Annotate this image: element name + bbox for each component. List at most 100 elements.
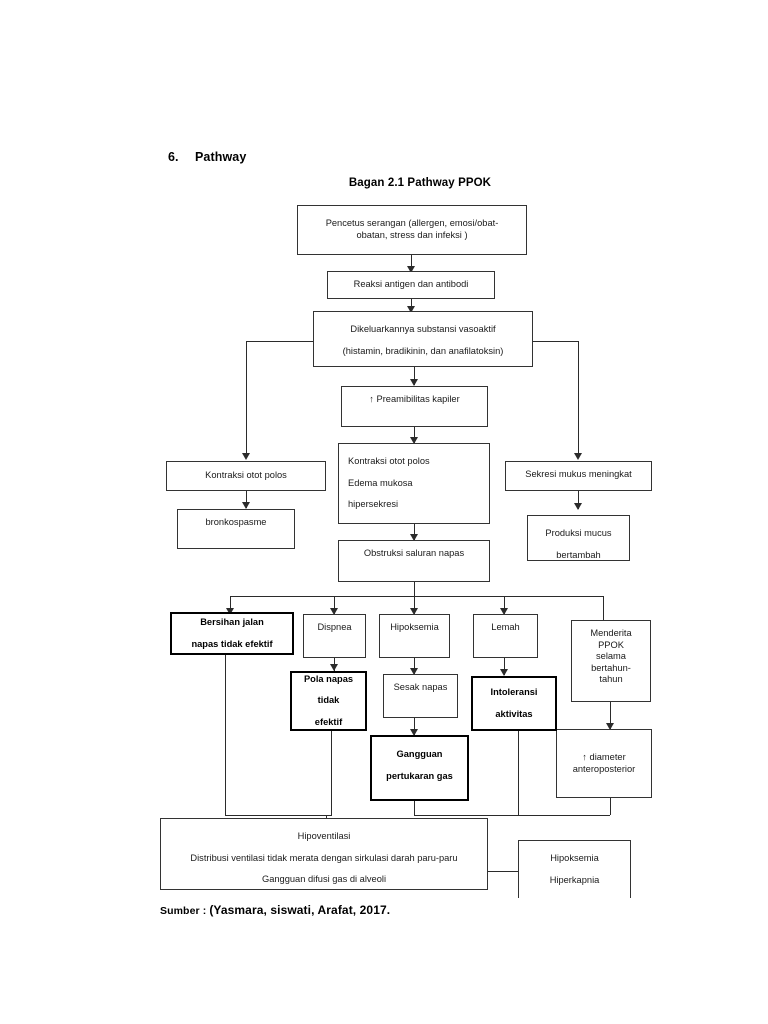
arrowhead-lemah bbox=[500, 608, 508, 615]
node-text-line: efektif bbox=[314, 716, 343, 727]
node-text-line: Dikeluarkannya substansi vasoaktif bbox=[350, 324, 496, 334]
node-text-line: selama bbox=[596, 651, 626, 662]
node-text-line: bertambah bbox=[556, 549, 601, 560]
connector-preamibilitas-kontraksi bbox=[414, 427, 415, 443]
node-text-line: napas tidak efektif bbox=[191, 638, 273, 649]
node-text-line: Sesak napas bbox=[393, 682, 448, 692]
node-hipoventilasi[interactable]: Hipoventilasi Distribusi ventilasi tidak… bbox=[160, 818, 488, 890]
source-label: Sumber : bbox=[160, 905, 210, 917]
node-preamibilitas-kapiler[interactable]: ↑ Preamibilitas kapiler bbox=[341, 386, 488, 427]
node-produksi-mucus-bertambah[interactable]: Produksi mucus bertambah bbox=[527, 515, 630, 561]
node-text-line: hipersekresi bbox=[348, 499, 399, 510]
node-menderita-ppok[interactable]: Menderita PPOK selama bertahun- tahun bbox=[571, 620, 651, 702]
node-text-line: Hipoksemia bbox=[390, 622, 439, 632]
node-text-line: Distribusi ventilasi tidak merata dengan… bbox=[190, 852, 458, 863]
node-text-line: Bersihan jalan bbox=[200, 616, 264, 627]
arrowhead-dispnea bbox=[330, 608, 338, 615]
connector-bar-lemah bbox=[504, 596, 505, 614]
node-text-line: Gangguan difusi gas di alveoli bbox=[261, 874, 387, 885]
connector-sekresi-produksi bbox=[578, 491, 579, 509]
arrowhead-kontraksi-center bbox=[410, 437, 418, 444]
node-text-line: Intoleransi bbox=[490, 686, 538, 697]
node-hipoksemia[interactable]: Hipoksemia bbox=[379, 614, 450, 658]
connector-hipoventilasi-hipoksemia bbox=[488, 871, 518, 872]
distributor-bar bbox=[230, 596, 603, 597]
arrowhead-reaksi bbox=[407, 266, 415, 273]
connector-sesak-gangguan bbox=[414, 718, 415, 735]
connector-bar-hipoksemia bbox=[414, 596, 415, 614]
connector-gangguan-down bbox=[414, 801, 415, 815]
node-text-line: aktivitas bbox=[495, 708, 533, 719]
arrowhead-gangguan-gas bbox=[410, 729, 418, 736]
node-text-line: (histamin, bradikinin, dan anafilatoksin… bbox=[342, 345, 504, 356]
node-text-line: Lemah bbox=[491, 622, 520, 632]
node-pencetus-serangan[interactable]: Pencetus serangan (allergen, emosi/obat-… bbox=[297, 205, 527, 255]
node-lemah[interactable]: Lemah bbox=[473, 614, 538, 658]
connector-intoleransi-down bbox=[518, 731, 519, 815]
node-text-line: Kontraksi otot polos bbox=[348, 456, 430, 466]
node-hipoksemia-hiperkapnia[interactable]: Hipoksemia Hiperkapnia bbox=[518, 840, 631, 898]
node-bersihan-jalan-napas[interactable]: Bersihan jalan napas tidak efektif bbox=[170, 612, 294, 655]
connector-hipoksemia-sesak bbox=[414, 658, 415, 674]
arrowhead-obstruksi bbox=[410, 534, 418, 541]
connector-bersihan-h bbox=[225, 815, 332, 816]
node-text-line: Produksi mucus bbox=[545, 528, 612, 538]
node-text-line: Edema mukosa bbox=[348, 477, 413, 488]
arrowhead-kontraksi-left bbox=[242, 453, 250, 460]
page-title: Pathway bbox=[195, 150, 247, 164]
node-text-line: Hiperkapnia bbox=[549, 874, 600, 885]
node-text-line: Pola napas bbox=[303, 673, 354, 684]
node-dispnea[interactable]: Dispnea bbox=[303, 614, 366, 658]
node-sesak-napas[interactable]: Sesak napas bbox=[383, 674, 458, 718]
node-text-line: ↑ Preamibilitas kapiler bbox=[369, 394, 460, 404]
node-text-line: PPOK bbox=[598, 639, 624, 650]
node-text-line: Gangguan bbox=[396, 749, 443, 759]
node-substansi-vasoaktif[interactable]: Dikeluarkannya substansi vasoaktif (hist… bbox=[313, 311, 533, 367]
node-text-line: pertukaran gas bbox=[386, 770, 453, 781]
node-kontraksi-otot-polos-left[interactable]: Kontraksi otot polos bbox=[166, 461, 326, 491]
connector-pola-down bbox=[331, 731, 332, 815]
node-text-line: Pencetus serangan (allergen, emosi/obat- bbox=[325, 218, 499, 229]
node-text-line: Kontraksi otot polos bbox=[205, 470, 287, 481]
node-obstruksi-saluran-napas[interactable]: Obstruksi saluran napas bbox=[338, 540, 490, 582]
node-sekresi-mukus-meningkat[interactable]: Sekresi mukus meningkat bbox=[505, 461, 652, 491]
arrowhead-preamibilitas bbox=[410, 379, 418, 386]
arrowhead-bronkospasme bbox=[242, 502, 250, 509]
node-text-line: bronkospasme bbox=[205, 517, 267, 527]
node-intoleransi-aktivitas[interactable]: Intoleransi aktivitas bbox=[471, 676, 557, 731]
arrowhead-sekresi bbox=[574, 453, 582, 460]
node-text-line: Obstruksi saluran napas bbox=[363, 548, 465, 558]
connector-reaksi-substansi bbox=[411, 299, 412, 311]
arrowhead-pola-napas bbox=[330, 664, 338, 671]
arrowhead-hipoksemia bbox=[410, 608, 418, 615]
connector-substansi-left-h bbox=[246, 341, 313, 342]
connector-diameter-down bbox=[610, 798, 611, 815]
node-text-line: bertahun- bbox=[591, 662, 631, 673]
node-bronkospasme[interactable]: bronkospasme bbox=[177, 509, 295, 549]
connector-bar-bersihan bbox=[230, 596, 231, 614]
node-text-line: obatan, stress dan infeksi ) bbox=[356, 230, 468, 240]
node-text-line: Dispnea bbox=[317, 622, 352, 632]
arrowhead-diameter bbox=[606, 723, 614, 730]
node-text-line: tidak bbox=[317, 695, 340, 706]
node-reaksi-antigen-antibodi[interactable]: Reaksi antigen dan antibodi bbox=[327, 271, 495, 299]
connector-diameter-h bbox=[518, 815, 610, 816]
node-diameter-anteroposterior[interactable]: ↑ diameter anteroposterior bbox=[556, 729, 652, 798]
connector-intoleransi-h bbox=[414, 815, 518, 816]
node-gangguan-pertukaran-gas[interactable]: Gangguan pertukaran gas bbox=[370, 735, 469, 801]
connector-substansi-right-v bbox=[578, 341, 579, 458]
arrowhead-intoleransi bbox=[500, 669, 508, 676]
chart-title: Bagan 2.1 Pathway PPOK bbox=[348, 177, 492, 189]
source-caption: Sumber : (Yasmara, siswati, Arafat, 2017… bbox=[160, 903, 390, 917]
connector-obstruksi-bar bbox=[414, 582, 415, 596]
node-text-line: Menderita bbox=[590, 628, 632, 638]
connector-bar-menderita bbox=[603, 596, 604, 620]
node-pola-napas-tidak-efektif[interactable]: Pola napas tidak efektif bbox=[290, 671, 367, 731]
arrowhead-produksi bbox=[574, 503, 582, 510]
connector-substansi-right-h bbox=[533, 341, 578, 342]
source-citation: (Yasmara, siswati, Arafat, 2017. bbox=[209, 903, 391, 917]
connector-menderita-diameter bbox=[610, 702, 611, 729]
node-kontraksi-edema-hipersekresi[interactable]: Kontraksi otot polos Edema mukosa hipers… bbox=[338, 443, 490, 524]
connector-pencetus-reaksi bbox=[411, 255, 412, 272]
